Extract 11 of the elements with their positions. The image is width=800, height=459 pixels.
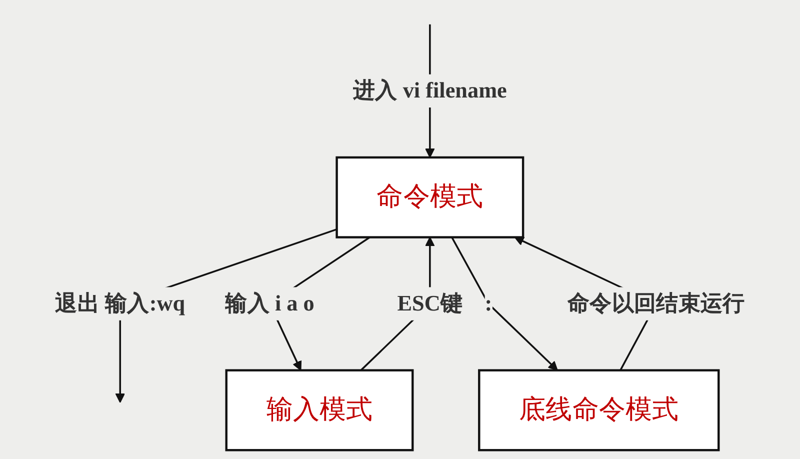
edge-label: 输入 i a o	[225, 292, 314, 316]
edge-label: :	[484, 292, 492, 316]
arrow	[115, 228, 338, 403]
edge-label: 进入 vi filename	[352, 78, 507, 104]
node-box: 底线命令模式	[478, 369, 720, 452]
node-box: 命令模式	[336, 156, 524, 238]
edge-label: 退出 输入:wq	[55, 292, 186, 316]
edge-label: ESC键	[397, 292, 463, 316]
edge-label: 命令以回结束运行	[567, 292, 745, 316]
arrow	[451, 236, 558, 371]
node-box: 输入模式	[225, 369, 414, 452]
